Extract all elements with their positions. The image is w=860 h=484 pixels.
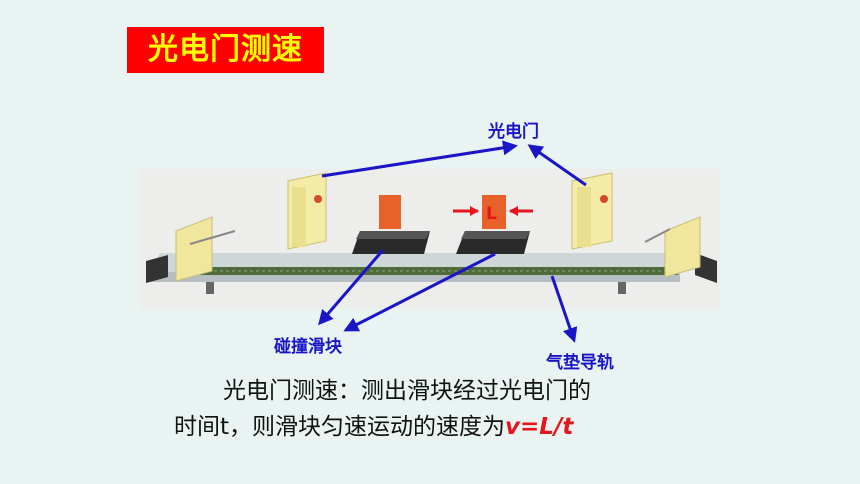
slider-2-flag <box>482 195 506 229</box>
label-air-track: 气垫导轨 <box>546 353 614 373</box>
description-line-1: 光电门测速：测出滑块经过光电门的 <box>223 378 591 404</box>
right-gate-sensor <box>600 195 608 203</box>
label-photogate: 光电门 <box>488 122 539 142</box>
right-bumper <box>664 216 701 278</box>
slide-title: 光电门测速 <box>127 27 324 73</box>
track-end-left <box>146 255 168 283</box>
left-gate-sensor <box>314 195 322 203</box>
description-line-2-text: 时间t，则滑块匀速运动的速度为 <box>174 414 506 440</box>
slider-1-flag <box>379 195 401 229</box>
length-label: L <box>486 204 497 224</box>
label-slider: 碰撞滑块 <box>274 337 342 357</box>
apparatus-image: L <box>140 169 720 308</box>
air-track-illustration: L <box>140 169 720 308</box>
description-line-2: 时间t，则滑块匀速运动的速度为v=L/t <box>174 411 573 443</box>
left-bumper <box>175 216 213 282</box>
velocity-formula: v=L/t <box>505 414 574 440</box>
